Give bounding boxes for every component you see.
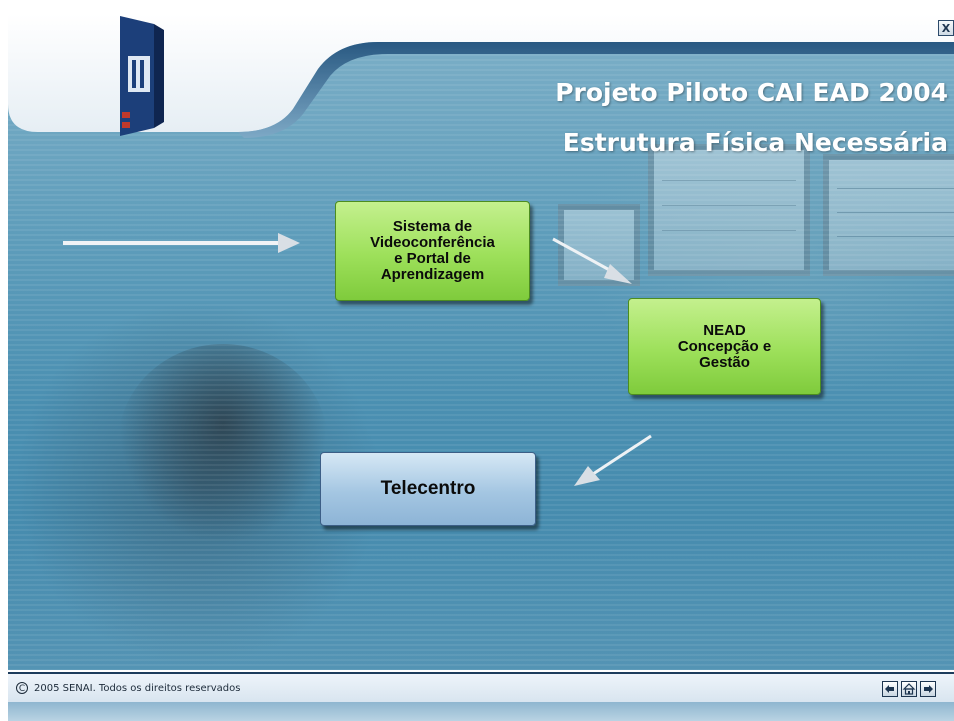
copyright-icon: C [16,682,28,694]
footer-bar: C 2005 SENAI. Todos os direitos reservad… [8,672,954,704]
arrow-video-to-nead [552,237,632,284]
arrow-left-icon [885,685,894,693]
app-frame: X Projeto Piloto CAI EAD 2004 Estrutura … [8,14,954,721]
footer-strip [8,702,954,721]
page-subtitle: Estrutura Física Necessária [562,128,948,157]
header-panel [8,14,954,138]
node-nead[interactable]: NEAD Concepção e Gestão [628,298,821,395]
background-person [118,344,328,544]
copyright: C 2005 SENAI. Todos os direitos reservad… [16,682,240,694]
arrow-entry [63,233,300,253]
diagram-arrows [63,233,652,486]
arrow-nead-to-telecentro [574,434,652,486]
node-label: NEAD Concepção e Gestão [677,321,772,371]
node-label: Sistema de Videoconferência e Portal de … [370,218,495,283]
node-videoconferencia[interactable]: Sistema de Videoconferência e Portal de … [335,201,530,301]
node-telecentro[interactable]: Telecentro [320,452,536,526]
page-title: Projeto Piloto CAI EAD 2004 [555,78,948,107]
background-desk [8,514,954,670]
previous-button[interactable] [882,681,898,697]
copyright-text: 2005 SENAI. Todos os direitos reservados [34,682,241,694]
next-button[interactable] [920,681,936,697]
background-monitor [648,144,810,276]
home-button[interactable] [901,681,917,697]
home-icon [902,683,916,695]
arrow-right-icon [924,685,933,693]
node-label: Telecentro [380,478,476,499]
senai-logo [118,16,164,136]
slide-stage: X Projeto Piloto CAI EAD 2004 Estrutura … [8,14,954,670]
background-monitor [823,154,954,276]
background-monitor [558,204,640,286]
